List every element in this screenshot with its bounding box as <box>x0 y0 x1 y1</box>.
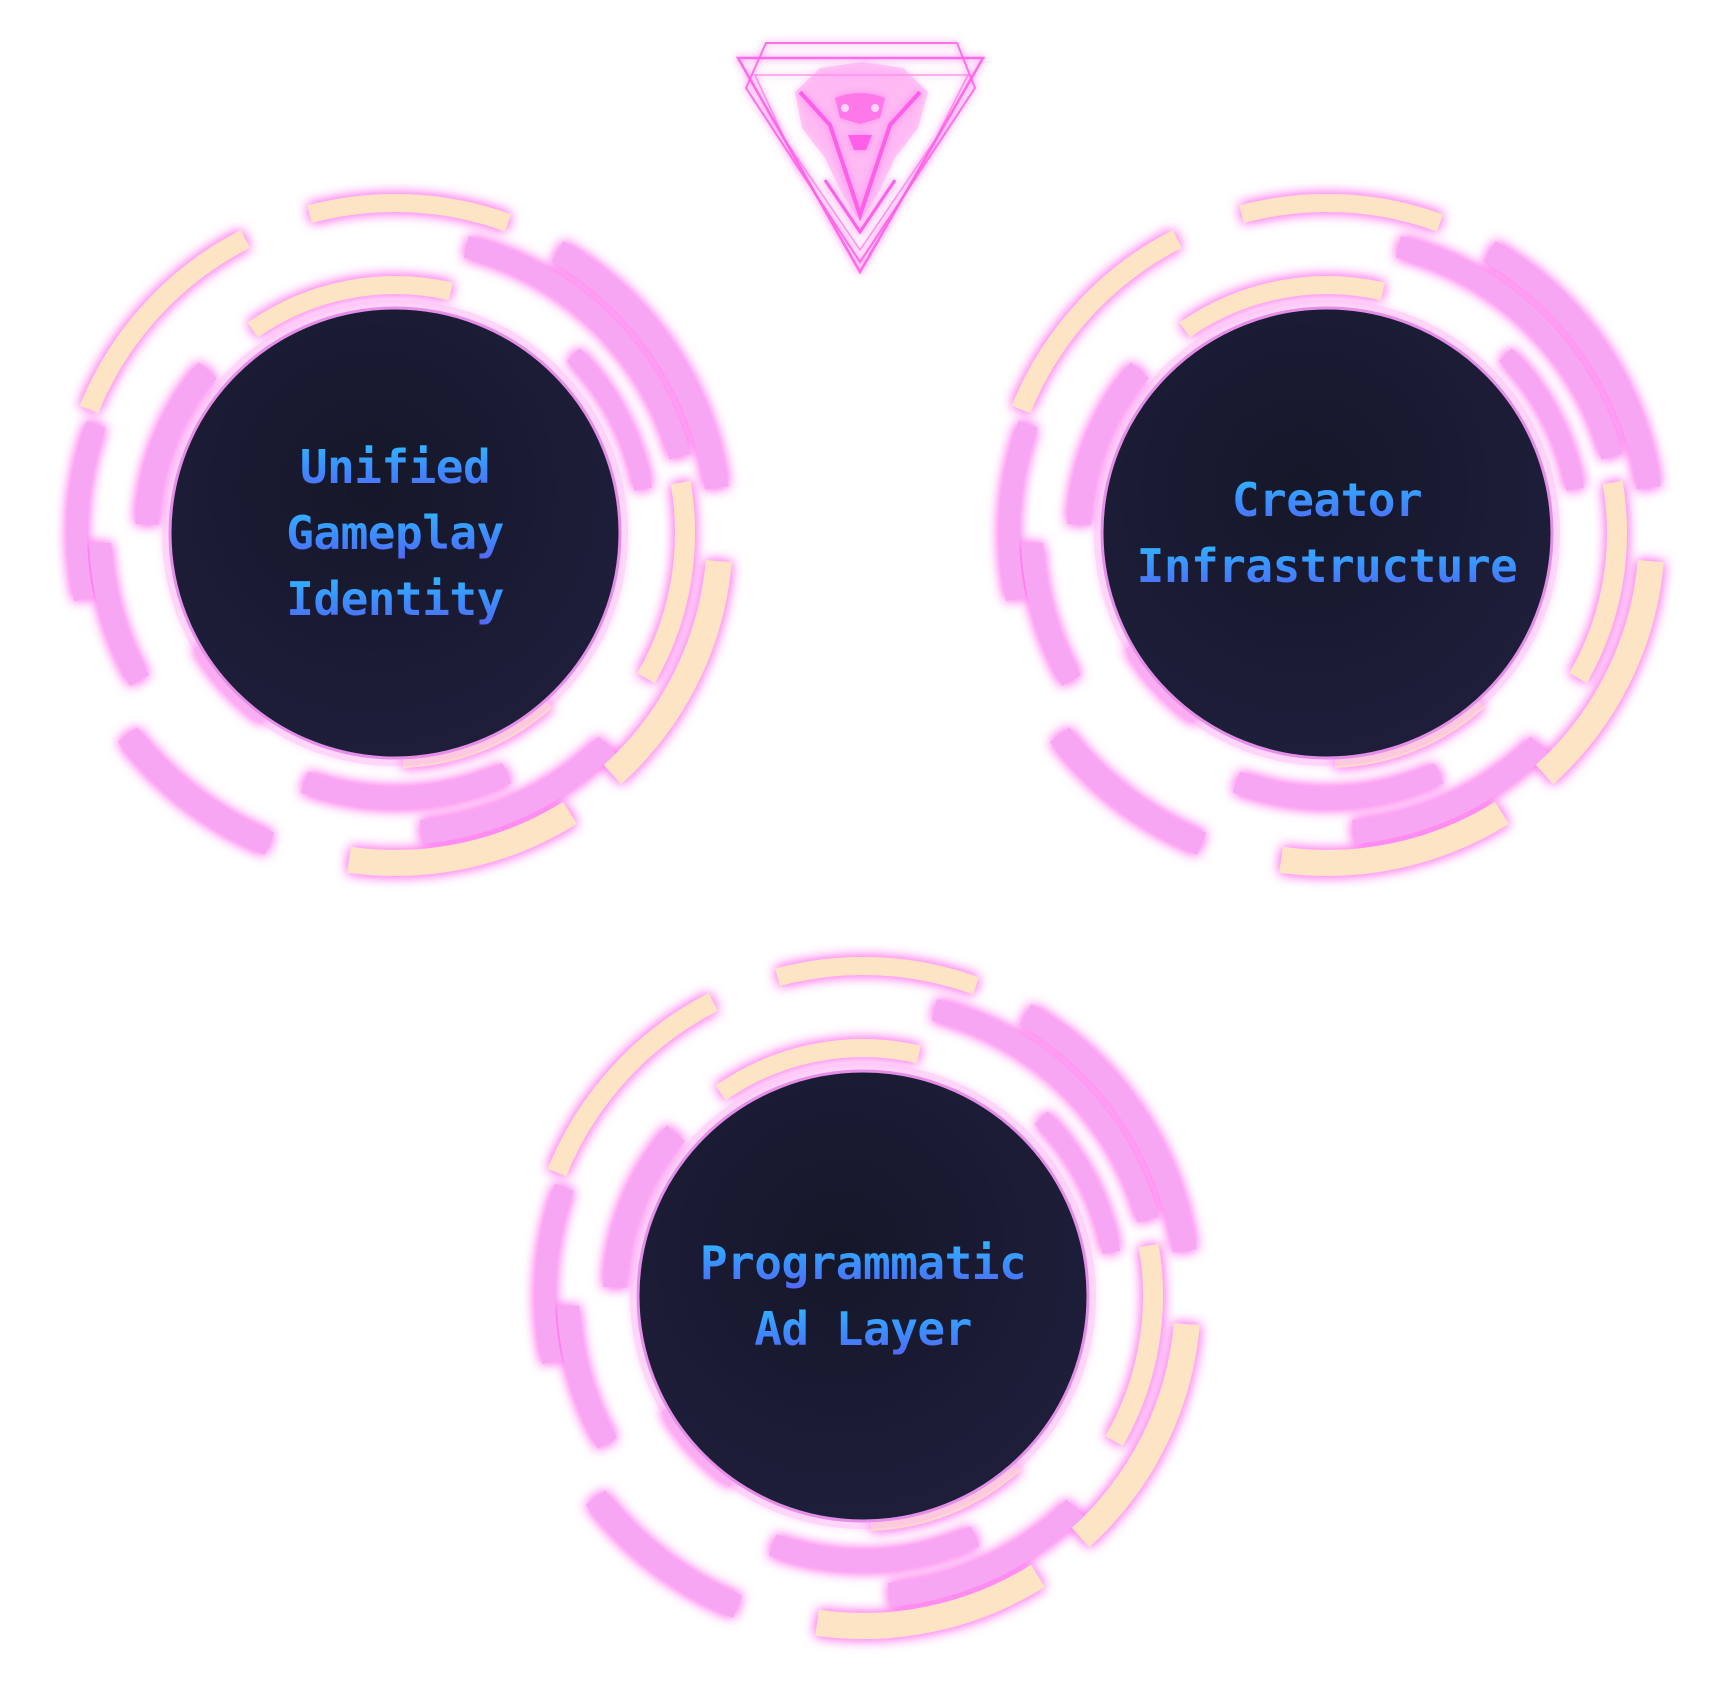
node-label-adlayer: Programmatic Ad Layer <box>633 1071 1093 1521</box>
node-label-line: Unified <box>300 434 491 500</box>
node-label-line: Programmatic <box>700 1230 1027 1296</box>
core-circle <box>636 1069 1090 1523</box>
ring-arc <box>1483 241 1661 490</box>
ring-arc <box>1239 193 1443 232</box>
ring-arc <box>1351 736 1548 844</box>
ring-arc <box>463 236 691 460</box>
ring-arc <box>1535 560 1664 785</box>
node-label-line: Ad Layer <box>754 1296 972 1362</box>
core-circle <box>1100 306 1554 760</box>
ring-arc <box>557 1305 618 1449</box>
core-halo <box>162 300 628 766</box>
ring-arc <box>247 276 453 338</box>
ring-arc <box>1067 362 1149 525</box>
ring-arc <box>89 542 150 686</box>
ring-arc <box>1071 1323 1200 1548</box>
ring-arc <box>585 1490 743 1618</box>
ring-arc <box>1011 230 1182 414</box>
ring-node-adlayer <box>535 956 1200 1640</box>
ring-arc <box>1034 1111 1121 1254</box>
ring-arc <box>1019 1004 1197 1253</box>
ring-arc <box>535 1183 574 1365</box>
node-label-line: Creator <box>1232 467 1423 533</box>
ring-arc <box>603 560 732 785</box>
ring-arc <box>1498 348 1585 491</box>
ring-arc <box>67 420 106 602</box>
ring-arc <box>1049 727 1207 855</box>
ring-arc <box>715 1039 921 1101</box>
ring-arc <box>775 956 979 995</box>
ring-arc <box>547 993 718 1177</box>
ring-arc <box>117 727 275 855</box>
ring-arc <box>1232 763 1444 809</box>
node-label-unified: Unified Gameplay Identity <box>165 308 625 758</box>
ring-arc <box>603 1125 685 1288</box>
ring-arc <box>307 193 511 232</box>
node-label-creator: Creator Infrastructure <box>1097 308 1557 758</box>
ring-arc <box>1395 236 1623 460</box>
ring-arc <box>1179 276 1385 338</box>
ring-arc <box>551 241 729 490</box>
ring-arc <box>135 362 217 525</box>
ring-arc <box>999 420 1038 602</box>
ring-arc <box>1569 480 1627 683</box>
core-circle <box>168 306 622 760</box>
ring-arc <box>79 230 250 414</box>
ring-arc <box>1021 542 1082 686</box>
ring-arc <box>887 1499 1084 1607</box>
core-halo <box>630 1063 1096 1529</box>
node-label-line: Gameplay <box>286 500 504 566</box>
ring-arc <box>1105 1243 1163 1446</box>
ring-arc <box>419 736 616 844</box>
ring-arc <box>1279 801 1509 877</box>
ring-node-creator <box>999 193 1664 877</box>
neon-beast-triangle-logo <box>735 42 986 275</box>
ring-arc <box>566 348 653 491</box>
node-label-line: Infrastructure <box>1137 533 1518 599</box>
node-label-line: Identity <box>286 566 504 632</box>
ring-arc <box>300 763 512 809</box>
core-halo <box>1094 300 1560 766</box>
ring-arc <box>768 1526 980 1572</box>
diagram-nodes <box>67 193 1664 1640</box>
ring-arc <box>931 999 1159 1223</box>
ring-node-unified <box>67 193 732 877</box>
ring-arc <box>347 801 577 877</box>
ring-arc <box>815 1564 1045 1640</box>
ring-arc <box>637 480 695 683</box>
